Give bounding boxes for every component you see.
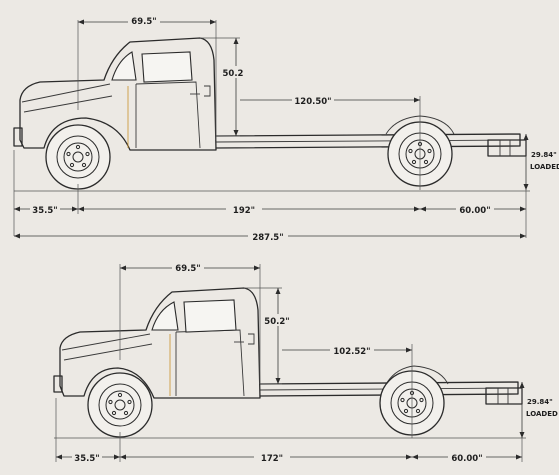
top-front-overhang-label: 35.5" [32,206,57,216]
bottom-cab-window [183,299,237,333]
top-overall-length-label: 287.5" [252,233,283,243]
bottom-frame-loaded-label: LOADED [526,410,558,418]
top-cab-to-axle-label: 120.50" [294,97,331,107]
top-wheelbase-label: 192" [233,206,255,216]
bottom-cab-door [175,329,245,397]
truck-top [13,37,530,192]
truck-bottom [53,287,526,439]
top-rear-overhang-label: 60.00" [459,206,490,216]
bottom-front-overhang-label: 35.5" [74,454,99,464]
bottom-frame-height-label: 29.84" [527,398,553,406]
bottom-front-wheel [87,372,153,438]
cab-door [135,81,201,149]
top-cab-height-label: 50.2 [223,69,244,79]
top-cab-width-label: 69.5" [131,17,156,27]
windshield [111,51,137,81]
bottom-rear-overhang-label: 60.00" [451,454,482,464]
bottom-cab-width-label: 69.5" [175,264,200,274]
top-dimensions: 69.5" 50.2 120.50" 29.84" LOADED 35. [13,14,559,243]
top-frame-height-label: 29.84" [531,151,557,159]
cab-window [141,51,193,83]
bottom-dimensions: 69.5" 50.2" 102.52" 29.84" LOADED 35 [55,261,558,464]
top-frame-loaded-label: LOADED [530,163,559,171]
front-wheel [45,124,111,190]
bottom-cab-height-label: 50.2" [264,317,289,327]
bottom-front-fender [59,287,261,399]
bottom-wheelbase-label: 172" [261,454,283,464]
front-fender [19,37,217,151]
bottom-cab-to-axle-label: 102.52" [333,347,370,357]
bottom-windshield [151,301,179,331]
